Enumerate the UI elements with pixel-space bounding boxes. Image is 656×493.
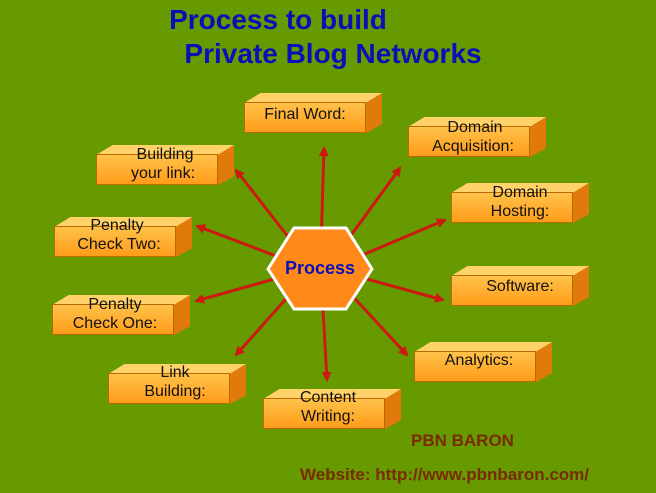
arrow-to-penalty-check-two (195, 224, 285, 261)
node-domain-hosting-line1: Domain (492, 184, 548, 201)
title-line-1: Process to build (169, 4, 387, 35)
node-penalty-check-one: Penalty Check One: (52, 295, 190, 335)
node-building-your-link-line1: Building (136, 146, 194, 163)
node-final-word-line1: Final Word: (264, 106, 346, 123)
arrow-to-analytics (345, 289, 409, 357)
node-penalty-check-two: Penalty Check Two: (54, 217, 192, 257)
node-penalty-check-one-line1: Penalty (88, 296, 142, 313)
node-domain-hosting-line2: Hosting: (490, 203, 550, 220)
center-label: Process (284, 258, 356, 278)
website-url: Website: http://www.pbnbaron.com/ (300, 465, 589, 484)
node-penalty-check-two-line2: Check Two: (77, 236, 161, 253)
arrow-to-content-writing (320, 298, 332, 382)
arrow-to-domain-acquisition (342, 166, 402, 247)
node-building-your-link-line2: your link: (130, 165, 196, 182)
arrow-to-domain-hosting (354, 218, 447, 260)
node-analytics-line1: Analytics: (444, 352, 514, 369)
node-domain-acquisition: Domain Acquisition: (408, 117, 546, 157)
node-analytics: Analytics: (414, 342, 552, 382)
node-final-word: Final Word: (244, 93, 382, 133)
node-domain-acquisition-line1: Domain (447, 119, 503, 136)
brand-name: PBN BARON (411, 431, 514, 450)
node-link-building: Link Building: (108, 364, 246, 404)
node-building-your-link: Building your link: (96, 145, 234, 185)
node-content-writing-line2: Writing: (301, 408, 355, 425)
arrow-to-penalty-check-one (194, 275, 284, 304)
arrow-to-building-your-link (234, 168, 297, 248)
node-penalty-check-one-line2: Check One: (72, 315, 158, 332)
arrow-to-software (356, 274, 445, 303)
node-software: Software: (451, 266, 589, 306)
arrow-to-link-building (234, 289, 295, 357)
node-link-building-line2: Building: (144, 383, 206, 400)
center-hexagon (266, 226, 374, 311)
node-content-writing: Content Writing: (263, 389, 401, 429)
node-domain-acquisition-line2: Acquisition: (432, 138, 514, 155)
node-content-writing-line1: Content (299, 389, 357, 406)
node-penalty-check-two-line1: Penalty (90, 217, 144, 234)
node-link-building-line1: Link (160, 364, 190, 381)
node-domain-hosting: Domain Hosting: (451, 183, 589, 223)
title-line-2: Private Blog Networks (184, 38, 482, 69)
arrow-to-final-word (318, 146, 329, 240)
node-software-line1: Software: (486, 278, 554, 295)
